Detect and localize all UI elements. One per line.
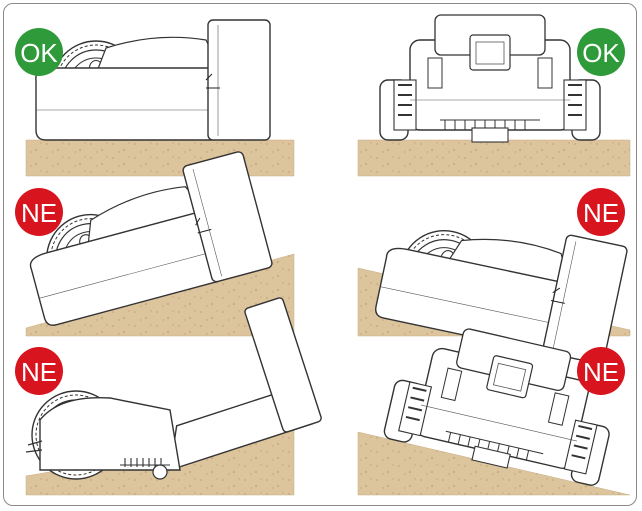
badge-label: NE [21, 198, 57, 228]
badge-label: NE [583, 198, 619, 228]
ground-flat [358, 140, 630, 176]
status-badge: OK [15, 28, 63, 76]
ground-flat [26, 140, 294, 176]
badge-label: NE [583, 357, 619, 387]
badge-label: OK [20, 38, 58, 68]
mower-side-view [36, 20, 270, 140]
panel-flat-front: OK [358, 15, 630, 176]
badge-label: OK [582, 38, 620, 68]
mower-side-view [26, 391, 180, 479]
status-badge: NE [577, 188, 625, 236]
badge-label: NE [21, 357, 57, 387]
status-badge: OK [577, 28, 625, 76]
status-badge: NE [15, 188, 63, 236]
panel-flat-side: OK [15, 20, 294, 176]
status-badge: NE [577, 347, 625, 395]
status-badge: NE [15, 347, 63, 395]
mower-front-view [380, 15, 600, 142]
